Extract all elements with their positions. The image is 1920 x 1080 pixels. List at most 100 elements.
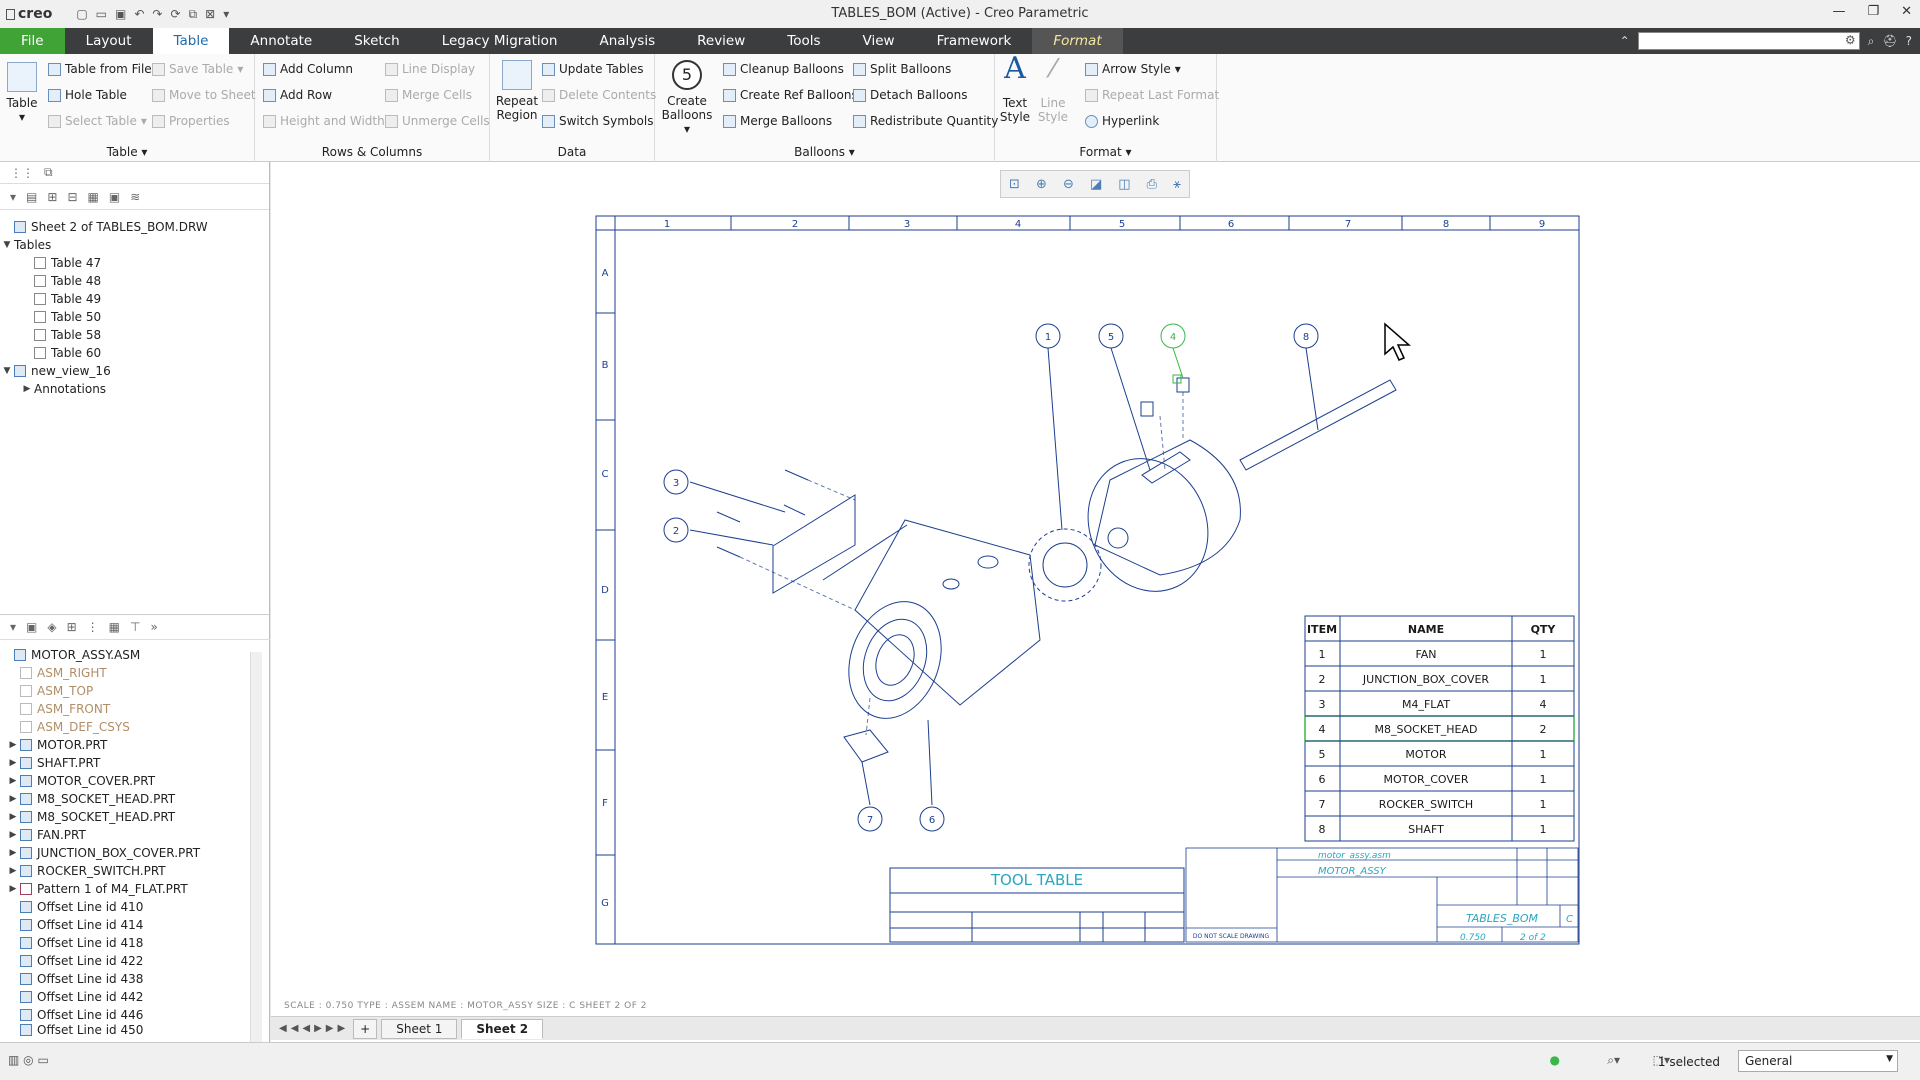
zone-col-label: 4 xyxy=(1015,219,1021,230)
balloon-label: 3 xyxy=(673,478,679,489)
title-block-size: C xyxy=(1566,914,1573,925)
bom-cell: 5 xyxy=(1319,748,1326,761)
bom-cell: 2 xyxy=(1319,673,1326,686)
motor-front xyxy=(1095,440,1240,575)
balloon-label: 1 xyxy=(1045,332,1051,343)
bom-cell: JUNCTION_BOX_COVER xyxy=(1362,673,1490,686)
bom-cell: 1 xyxy=(1540,798,1547,811)
balloon-label: 6 xyxy=(929,815,935,826)
bom-cell: 2 xyxy=(1540,723,1547,736)
zone-row-label: C xyxy=(602,469,609,480)
bom-cell: 6 xyxy=(1319,773,1326,786)
zone-col-label: 5 xyxy=(1119,219,1125,230)
bom-cell: 1 xyxy=(1540,823,1547,836)
find-icon[interactable]: ⌕▾ xyxy=(1607,1053,1620,1068)
balloon-label: 8 xyxy=(1303,332,1309,343)
mouse-cursor-icon xyxy=(1383,322,1413,362)
browser-toggle-icon[interactable]: ◎ xyxy=(23,1053,33,1067)
zone-row-label: A xyxy=(602,268,609,279)
bom-cell: 1 xyxy=(1540,673,1547,686)
bom-cell: MOTOR_COVER xyxy=(1384,773,1469,786)
balloon-label: 7 xyxy=(867,815,873,826)
regen-status-icon: ● xyxy=(1550,1053,1560,1067)
bom-cell: M8_SOCKET_HEAD xyxy=(1375,723,1478,736)
bom-cell: 3 xyxy=(1319,698,1326,711)
motor-shaft-hole xyxy=(1108,528,1128,548)
zone-row-label: G xyxy=(601,898,609,909)
zone-col-label: 9 xyxy=(1539,219,1545,230)
bom-cell: 8 xyxy=(1319,823,1326,836)
m4-flat-screw xyxy=(784,505,805,515)
sheet-nav-arrows[interactable]: ◀◀◀▶▶▶ xyxy=(279,1023,349,1034)
selection-filter-dropdown[interactable]: General▼ xyxy=(1738,1050,1898,1072)
bom-cell: 1 xyxy=(1540,748,1547,761)
tab-sheet-1[interactable]: Sheet 1 xyxy=(381,1019,457,1039)
zone-row-label: D xyxy=(601,585,609,596)
zone-col-label: 2 xyxy=(792,219,798,230)
m4-flat-screw xyxy=(717,547,740,557)
balloon-label: 5 xyxy=(1108,332,1114,343)
title-block-drawing-name: TABLES_BOM xyxy=(1466,912,1539,925)
balloon-label: 2 xyxy=(673,526,679,537)
bom-header: NAME xyxy=(1408,623,1444,636)
bom-cell: 1 xyxy=(1540,773,1547,786)
title-block-part-name: MOTOR_ASSY xyxy=(1318,866,1387,877)
fan-hub xyxy=(1043,543,1087,587)
m4-flat-screw xyxy=(785,470,808,480)
add-sheet-button[interactable]: + xyxy=(353,1019,377,1039)
bom-cell: FAN xyxy=(1415,648,1436,661)
m4-flat-screw xyxy=(717,512,740,522)
tab-sheet-2[interactable]: Sheet 2 xyxy=(461,1019,543,1039)
title-block[interactable] xyxy=(1186,848,1578,942)
bom-table[interactable]: ITEM NAME QTY 1 FAN 1 2 JUNCTION_BOX_COV… xyxy=(1305,616,1574,841)
bom-header: QTY xyxy=(1531,623,1557,636)
shaft xyxy=(1240,380,1396,470)
zone-col-label: 3 xyxy=(904,219,910,230)
socket-head-screw xyxy=(1177,378,1189,392)
zone-col-label: 1 xyxy=(664,219,670,230)
motor-cover-grille xyxy=(852,610,937,709)
tool-table-title: TOOL TABLE xyxy=(990,871,1083,889)
balloon-label: 4 xyxy=(1170,332,1176,343)
fullscreen-icon[interactable]: ▭ xyxy=(37,1053,48,1067)
zone-row-label: F xyxy=(602,798,608,809)
zone-col-label: 8 xyxy=(1443,219,1449,230)
zone-row-label: E xyxy=(602,692,608,703)
motor-cover-inner xyxy=(869,629,921,690)
title-block-scale: 0.750 xyxy=(1460,933,1486,943)
selection-count: 1 selected xyxy=(1658,1055,1720,1069)
zone-row-label: B xyxy=(602,360,609,371)
junction-box-edge xyxy=(823,525,907,580)
title-block-sheet: 2 of 2 xyxy=(1520,933,1546,943)
bom-cell: M4_FLAT xyxy=(1402,698,1450,711)
motor-cover xyxy=(833,589,957,732)
sheet-tabs-bar: ◀◀◀▶▶▶ + Sheet 1 Sheet 2 xyxy=(271,1016,1920,1040)
title-block-note: DO NOT SCALE DRAWING xyxy=(1193,933,1270,940)
bom-cell: 1 xyxy=(1319,648,1326,661)
status-bar: ▥ ◎ ▭ ● ⌕▾ ⬚▾ 1 selected General▼ xyxy=(0,1042,1920,1080)
balloons: 1 5 4 8 3 2 7 6 xyxy=(664,324,1318,831)
bom-cell: SHAFT xyxy=(1408,823,1444,836)
bom-cell: MOTOR xyxy=(1405,748,1447,761)
column-zone-strip xyxy=(615,216,1579,230)
bom-cell: 1 xyxy=(1540,648,1547,661)
navigator-toggle-icon[interactable]: ▥ xyxy=(8,1053,19,1067)
motor-body xyxy=(855,520,1040,705)
motor-boss xyxy=(978,556,998,568)
chevron-down-icon: ▼ xyxy=(1886,1054,1893,1064)
sheet-info-text: SCALE : 0.750 TYPE : ASSEM NAME : MOTOR_… xyxy=(284,1001,647,1011)
motor-boss xyxy=(943,579,959,589)
bom-cell: 4 xyxy=(1319,723,1326,736)
status-icons: ▥ ◎ ▭ xyxy=(8,1053,49,1067)
fan-blades xyxy=(1029,529,1101,601)
zone-col-label: 6 xyxy=(1228,219,1234,230)
zone-col-label: 7 xyxy=(1345,219,1351,230)
bom-cell: ROCKER_SWITCH xyxy=(1379,798,1473,811)
bom-cell: 7 xyxy=(1319,798,1326,811)
bom-header: ITEM xyxy=(1307,623,1337,636)
bom-cell: 4 xyxy=(1540,698,1547,711)
assembly-view[interactable] xyxy=(717,375,1396,762)
title-block-description: motor_assy.asm xyxy=(1318,851,1391,861)
socket-head-screw xyxy=(1141,402,1153,416)
